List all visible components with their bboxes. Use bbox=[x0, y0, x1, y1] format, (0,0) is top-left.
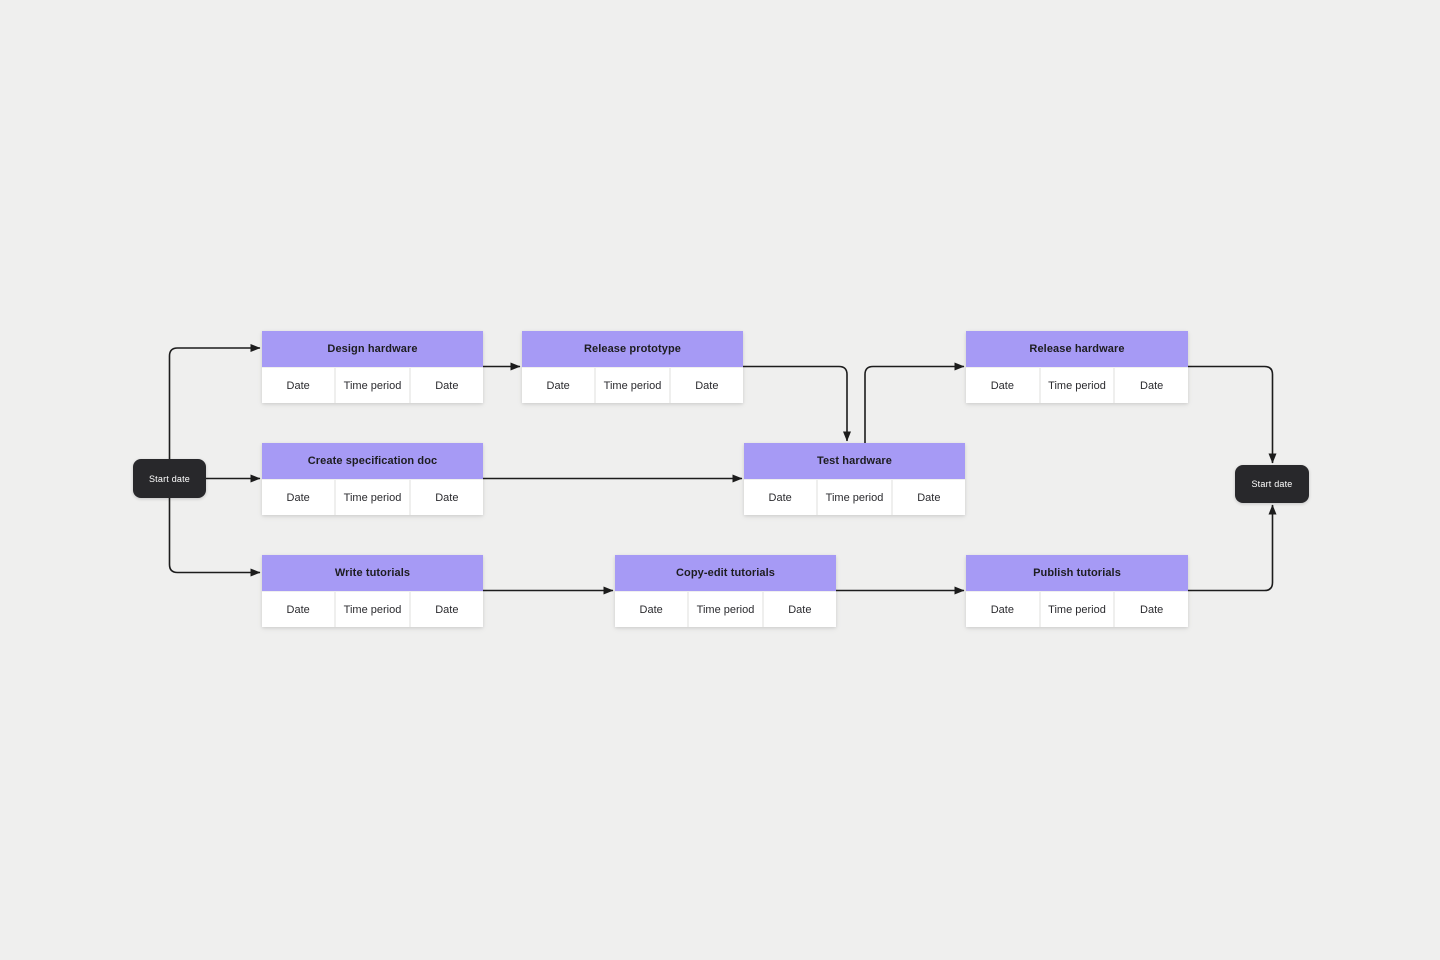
card-title[interactable]: Write tutorials bbox=[262, 555, 483, 591]
card-body: Date Time period Date bbox=[522, 368, 743, 403]
date-end-cell[interactable]: Date bbox=[763, 592, 836, 627]
date-start-cell[interactable]: Date bbox=[262, 368, 335, 403]
time-period-cell[interactable]: Time period bbox=[1040, 368, 1114, 403]
task-card-write-tutorials[interactable]: Write tutorials Date Time period Date bbox=[262, 555, 483, 627]
date-start-cell[interactable]: Date bbox=[744, 480, 817, 515]
date-start-cell[interactable]: Date bbox=[966, 368, 1039, 403]
date-start-cell[interactable]: Date bbox=[966, 592, 1039, 627]
task-card-release-hardware[interactable]: Release hardware Date Time period Date bbox=[966, 331, 1188, 403]
start-date-node-left[interactable]: Start date bbox=[133, 459, 206, 498]
connector-release-prototype-to-test-hardware[interactable] bbox=[743, 365, 851, 442]
task-card-release-prototype[interactable]: Release prototype Date Time period Date bbox=[522, 331, 743, 403]
date-start-cell[interactable]: Date bbox=[262, 592, 335, 627]
connector-start-left-to-write-tutorials[interactable] bbox=[168, 497, 261, 577]
time-period-cell[interactable]: Time period bbox=[336, 480, 409, 515]
date-start-cell[interactable]: Date bbox=[522, 368, 595, 403]
task-card-design-hardware[interactable]: Design hardware Date Time period Date bbox=[262, 331, 483, 403]
time-period-cell[interactable]: Time period bbox=[336, 592, 409, 627]
card-title[interactable]: Create specification doc bbox=[262, 443, 483, 479]
connector-start-left-to-design-hardware[interactable] bbox=[168, 344, 261, 459]
card-body: Date Time period Date bbox=[966, 592, 1188, 627]
date-end-cell[interactable]: Date bbox=[410, 592, 483, 627]
date-end-cell[interactable]: Date bbox=[1115, 368, 1188, 403]
date-end-cell[interactable]: Date bbox=[670, 368, 743, 403]
card-body: Date Time period Date bbox=[262, 368, 483, 403]
date-end-cell[interactable]: Date bbox=[892, 480, 965, 515]
card-title[interactable]: Release prototype bbox=[522, 331, 743, 367]
connector-publish-tutorials-to-start-right[interactable] bbox=[1188, 504, 1277, 592]
card-title[interactable]: Design hardware bbox=[262, 331, 483, 367]
start-date-node-right[interactable]: Start date bbox=[1235, 465, 1309, 503]
connector-test-hardware-to-release-hardware[interactable] bbox=[864, 362, 965, 444]
card-body: Date Time period Date bbox=[966, 368, 1188, 403]
time-period-cell[interactable]: Time period bbox=[336, 368, 409, 403]
card-title[interactable]: Release hardware bbox=[966, 331, 1188, 367]
card-body: Date Time period Date bbox=[744, 480, 965, 515]
time-period-cell[interactable]: Time period bbox=[689, 592, 762, 627]
card-title[interactable]: Publish tutorials bbox=[966, 555, 1188, 591]
connector-release-hardware-to-start-right[interactable] bbox=[1188, 365, 1277, 464]
card-body: Date Time period Date bbox=[262, 592, 483, 627]
date-start-cell[interactable]: Date bbox=[262, 480, 335, 515]
start-date-label: Start date bbox=[148, 473, 191, 484]
time-period-cell[interactable]: Time period bbox=[1040, 592, 1114, 627]
card-body: Date Time period Date bbox=[262, 480, 483, 515]
task-card-test-hardware[interactable]: Test hardware Date Time period Date bbox=[744, 443, 965, 515]
card-title[interactable]: Test hardware bbox=[744, 443, 965, 479]
task-card-create-specification-doc[interactable]: Create specification doc Date Time perio… bbox=[262, 443, 483, 515]
date-end-cell[interactable]: Date bbox=[1115, 592, 1188, 627]
card-title[interactable]: Copy-edit tutorials bbox=[615, 555, 836, 591]
card-body: Date Time period Date bbox=[615, 592, 836, 627]
task-card-copy-edit-tutorials[interactable]: Copy-edit tutorials Date Time period Dat… bbox=[615, 555, 836, 627]
date-start-cell[interactable]: Date bbox=[615, 592, 688, 627]
date-end-cell[interactable]: Date bbox=[410, 480, 483, 515]
start-date-label: Start date bbox=[1251, 479, 1293, 489]
time-period-cell[interactable]: Time period bbox=[818, 480, 891, 515]
date-end-cell[interactable]: Date bbox=[410, 368, 483, 403]
task-card-publish-tutorials[interactable]: Publish tutorials Date Time period Date bbox=[966, 555, 1188, 627]
time-period-cell[interactable]: Time period bbox=[596, 368, 669, 403]
